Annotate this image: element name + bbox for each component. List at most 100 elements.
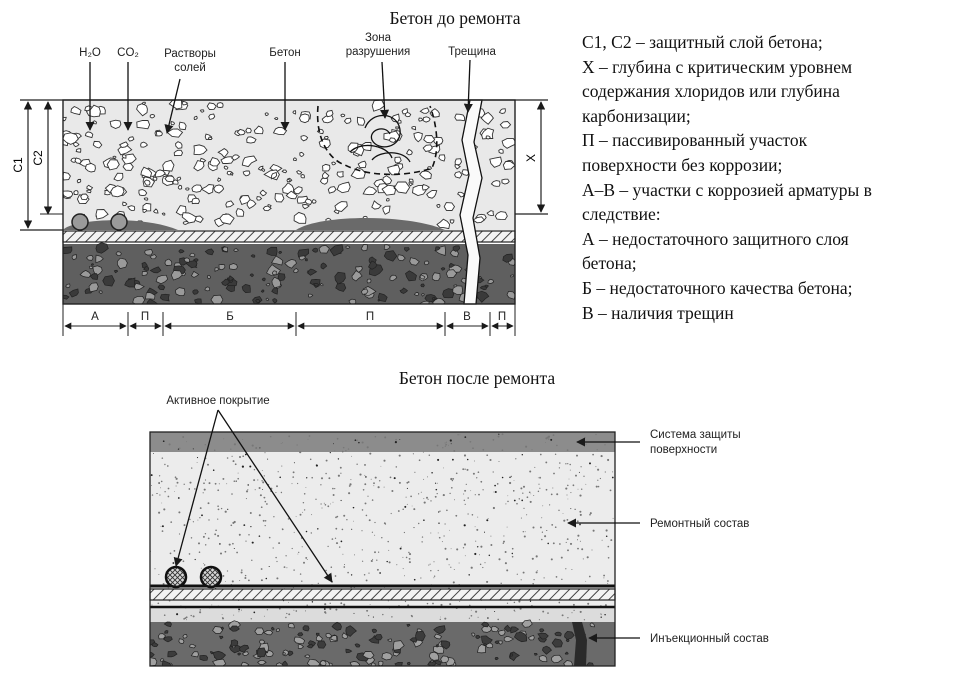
aggregate-stone	[542, 645, 553, 655]
speckle	[311, 476, 313, 479]
speckle	[477, 471, 480, 474]
aggregate-stone	[336, 181, 351, 194]
speckle	[436, 492, 438, 495]
speckle	[501, 449, 504, 452]
aggregate-stone	[422, 144, 433, 152]
speckle	[372, 616, 374, 618]
speckle	[569, 542, 573, 545]
aggregate-stone	[219, 213, 235, 225]
speckle	[455, 514, 458, 517]
speckle	[325, 459, 328, 462]
aggregate-stone	[513, 631, 528, 643]
concrete-label: Бетон	[269, 47, 300, 59]
aggregate-stone	[509, 274, 514, 278]
speckle	[232, 460, 235, 463]
speckle	[550, 558, 553, 561]
speckle	[301, 580, 303, 582]
aggregate-stone	[383, 250, 398, 262]
aggregate-stone	[296, 170, 303, 175]
speckle	[190, 537, 193, 539]
speckle	[177, 448, 180, 450]
legend-line: X – глубина с критическим уровнем	[582, 56, 853, 77]
speckle	[585, 443, 587, 445]
speckle	[258, 514, 261, 517]
speckle	[541, 538, 543, 541]
speckle	[588, 575, 591, 578]
speckle	[200, 567, 202, 569]
speckle	[233, 443, 236, 446]
speckle	[190, 614, 192, 617]
aggregate-stone	[219, 635, 224, 640]
speckle	[576, 454, 578, 457]
speckle	[336, 515, 339, 518]
speckle	[577, 488, 579, 490]
aggregate-stone	[308, 293, 314, 298]
legend-line: поверхности без коррозии;	[582, 154, 783, 175]
aggregate-stone	[362, 651, 375, 660]
speckle	[244, 574, 247, 577]
speckle	[315, 498, 317, 500]
aggregate-stone	[86, 255, 94, 261]
speckle	[272, 547, 274, 549]
speckle	[232, 542, 234, 545]
aggregate-stone	[117, 257, 128, 270]
speckle	[518, 600, 521, 603]
speckle	[211, 604, 213, 606]
speckle	[448, 564, 450, 566]
aggregate-stone	[440, 655, 450, 664]
aggregate-stone	[431, 296, 436, 301]
speckle	[577, 534, 580, 537]
legend-line: Б – недостаточного качества бетона;	[582, 277, 853, 298]
speckle	[337, 474, 340, 477]
aggregate-stone	[382, 205, 391, 215]
aggregate-stone	[209, 157, 221, 167]
speckle	[251, 541, 254, 544]
aggregate-stone	[388, 137, 397, 143]
aggregate-stone	[110, 185, 125, 198]
speckle	[395, 438, 397, 441]
aggregate-stone	[271, 171, 278, 180]
aggregate-stone	[360, 288, 369, 295]
speckle	[532, 526, 535, 529]
speckle	[592, 529, 595, 532]
speckle	[599, 477, 602, 480]
speckle	[604, 471, 606, 473]
aggregate-stone	[293, 636, 306, 645]
speckle	[496, 483, 499, 485]
aggregate-stone	[521, 619, 533, 628]
speckle	[541, 531, 544, 533]
speckle	[413, 527, 415, 529]
aggregate-stone	[150, 657, 158, 666]
aggregate-stone	[182, 220, 189, 225]
speckle	[589, 513, 591, 516]
speckle	[438, 536, 441, 539]
aggregate-stone	[150, 639, 156, 646]
speckle	[203, 562, 204, 564]
speckle	[522, 531, 524, 533]
speckle	[610, 539, 613, 542]
speckle	[492, 439, 495, 441]
aggregate-stone	[506, 291, 515, 300]
speckle	[364, 502, 367, 505]
speckle	[428, 564, 430, 566]
speckle	[404, 600, 407, 603]
speckle	[581, 548, 584, 551]
speckle	[509, 481, 512, 485]
aggregate-stone	[454, 158, 462, 167]
aggregate-stone	[498, 148, 504, 154]
speckle	[597, 479, 599, 481]
aggregate-stone	[377, 292, 388, 302]
speckle	[240, 571, 243, 574]
speckle	[384, 436, 387, 439]
speckle	[281, 465, 283, 467]
aggregate-stone	[118, 141, 129, 148]
speckle	[169, 552, 172, 555]
speckle	[295, 515, 297, 517]
speckle	[285, 616, 287, 619]
aggregate-stone	[272, 298, 278, 304]
aggregate-stone	[481, 621, 490, 628]
speckle	[247, 489, 249, 491]
speckle	[501, 433, 504, 436]
aggregate-stone	[121, 153, 127, 159]
aggregate-stone	[178, 638, 185, 644]
